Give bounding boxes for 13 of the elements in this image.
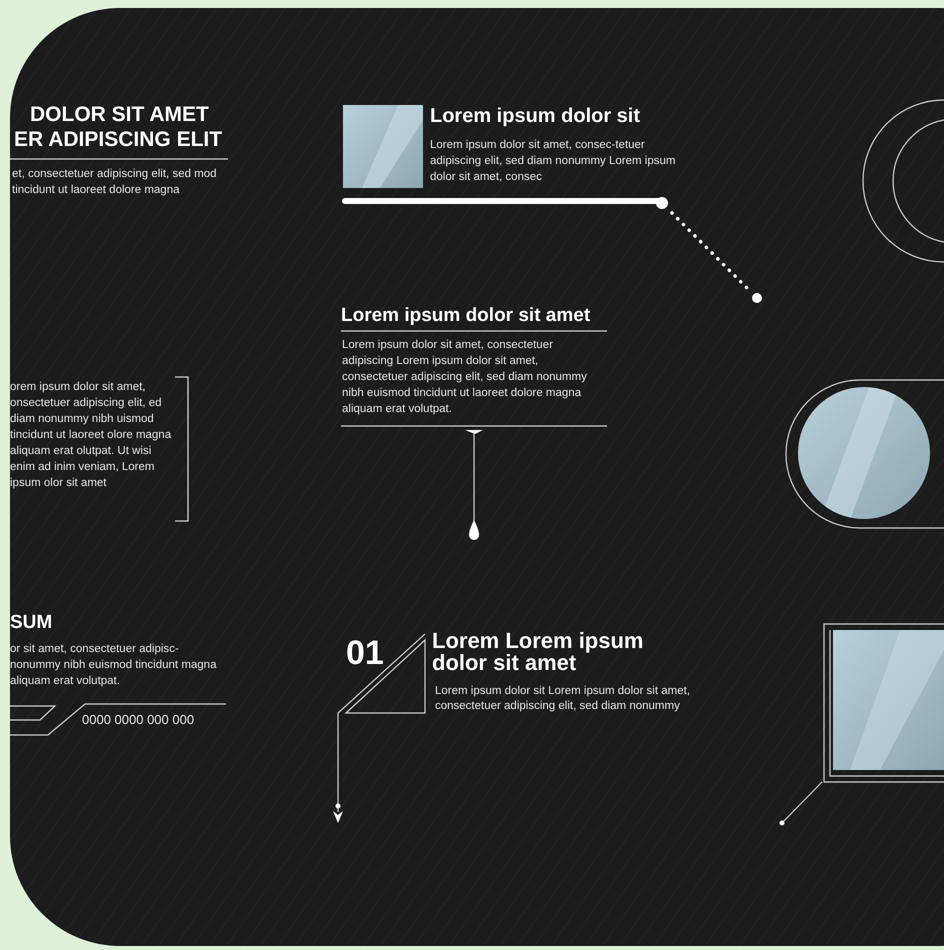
heading: Lorem Lorem ipsum dolor sit amet xyxy=(432,630,644,674)
heading: Lorem ipsum dolor sit amet xyxy=(341,304,592,328)
body-text: orem ipsum dolor sit amet, onsectetuer adipiscing elit, ed diam nonummy nibh uismod tincidunt ut laoreet olore magna aliquam erat olutpat. Ut wisi enim ad inim veniam, Lorem ipsum olor sit amet xyxy=(10,380,172,491)
heading: Lorem ipsum dolor sit xyxy=(430,104,642,129)
body-text: et, consectetuer adipiscing elit, sed mod tincidunt ut laoreet dolore magna xyxy=(12,167,218,198)
body-text: or sit amet, consectetuer adipisc- nonummy nibh euismod tincidunt magna aliquam erat volutpat. xyxy=(10,642,218,689)
step-number: 01 xyxy=(346,633,385,673)
body-text: Lorem ipsum dolor sit Lorem ipsum dolor sit amet, consectetuer adipiscing elit, sed diam nonummy xyxy=(435,684,692,714)
body-text: Lorem ipsum dolor sit amet, consectetuer adipiscing Lorem ipsum dolor sit amet, consectetuer adipiscing elit, sed diam nonummy nibh euismod tincidunt ut laoreet dolore magna aliquam erat volutpat. xyxy=(342,338,588,417)
heading: DOLOR SIT AMET ER ADIPISCING ELIT xyxy=(14,102,224,152)
body-text: Lorem ipsum dolor sit amet, consec-tetuer adipiscing elit, sed diam nonummy Lorem ipsum dolor sit amet, consec xyxy=(430,138,676,185)
number-text: 0000 0000 000 000 xyxy=(82,711,196,729)
heading: SUM xyxy=(10,611,54,635)
